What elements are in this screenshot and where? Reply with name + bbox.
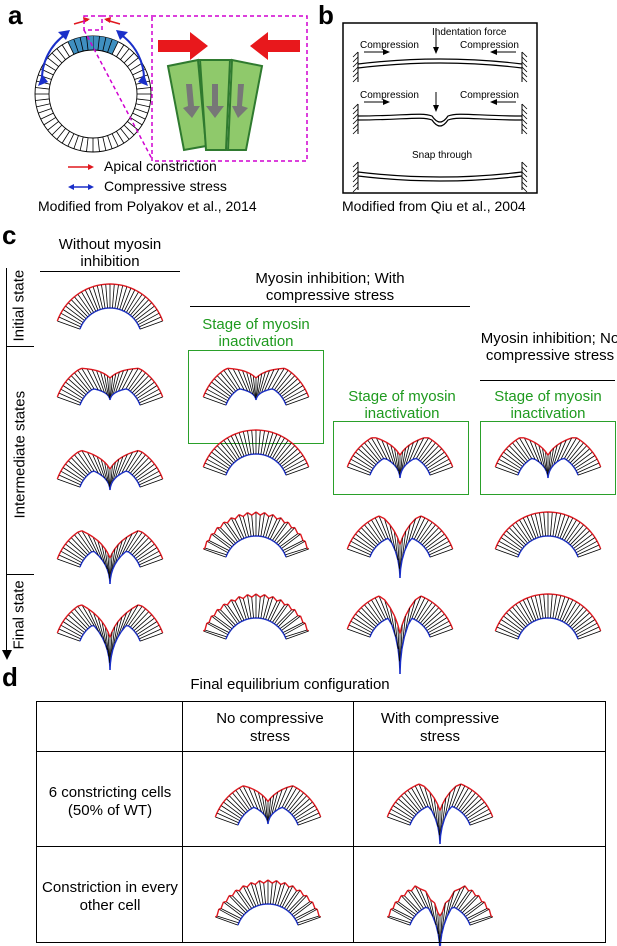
compression-label-right: Compression (460, 40, 519, 51)
table-title: Final equilibrium configuration (190, 676, 390, 693)
results-table (36, 701, 606, 943)
stage-label-3: Stage of myosin inactivation (494, 388, 602, 422)
time-arrow-icon (2, 650, 12, 660)
panel-b-label: b (318, 0, 334, 30)
table-vline-2 (353, 701, 354, 942)
row-divider-1 (6, 346, 34, 347)
compression-label-left: Compression (360, 40, 419, 51)
panel-d-label: d (2, 662, 18, 692)
panel-a-caption: Modified from Polyakov et al., 2014 (38, 198, 257, 214)
panel-c-label: c (2, 220, 17, 250)
col-header-with-stress: With compressive stress (380, 710, 500, 745)
col2-title: Myosin inhibition; With compressive stre… (255, 270, 405, 304)
compressive-arrow-icon (68, 184, 94, 190)
col1-rule (40, 271, 180, 272)
snap-through-diagram (342, 22, 538, 194)
legend-apical-constriction: Apical constriction (104, 158, 217, 174)
snap-through-label: Snap through (412, 150, 473, 161)
compression-label-left-2: Compression (360, 90, 419, 101)
row-divider-2 (6, 574, 34, 575)
col-header-no-stress: No compressive stress (216, 710, 324, 745)
apical-arrow-icon (68, 164, 94, 170)
panel-a-label: a (8, 0, 23, 30)
row-header-6-cells: 6 constricting cells (50% of WT) (48, 784, 172, 819)
time-axis (6, 268, 7, 652)
stage-label-2: Stage of myosin inactivation (348, 388, 456, 422)
table-hline-1 (36, 751, 605, 752)
col1-title: Without myosin inhibition (58, 236, 162, 270)
indentation-force-label: Indentation force (432, 27, 507, 38)
stage-box-2 (333, 421, 469, 495)
col3-title: Myosin inhibition; No compressive stress (480, 330, 617, 364)
zoom-box (83, 15, 308, 162)
compression-label-right-2: Compression (460, 90, 519, 101)
col3-rule (480, 380, 615, 381)
panel-b-caption: Modified from Qiu et al., 2004 (342, 198, 526, 214)
row-header-every-other: Constriction in every other cell (42, 879, 178, 914)
col2-rule (190, 306, 470, 307)
epithelial-ring-diagram (34, 17, 152, 153)
stage-label-1: Stage of myosin inactivation (202, 316, 310, 350)
table-vline-1 (182, 701, 183, 942)
stage-box-3 (480, 421, 616, 495)
legend-compressive-stress: Compressive stress (104, 178, 227, 194)
table-hline-2 (36, 846, 605, 847)
